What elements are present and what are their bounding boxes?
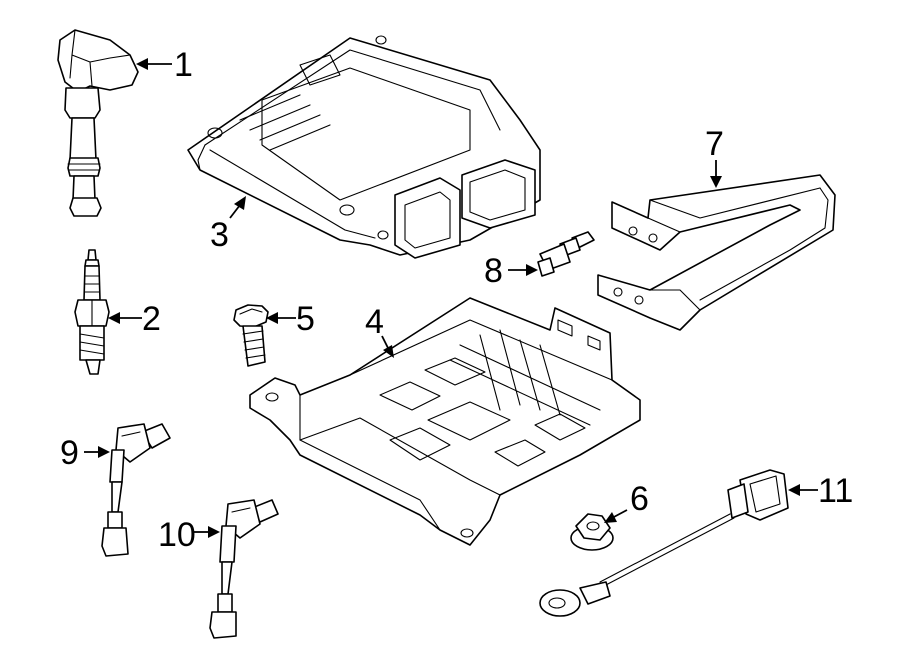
callout-label-8: 8 xyxy=(484,252,503,290)
sensor-stud[interactable] xyxy=(537,231,595,277)
callout-9: 9 xyxy=(60,434,110,472)
ignition-coil[interactable] xyxy=(57,29,139,217)
speed-sensor[interactable] xyxy=(101,423,171,557)
callout-label-1: 1 xyxy=(174,46,193,84)
callout-5: 5 xyxy=(266,300,315,338)
callout-label-9: 9 xyxy=(60,434,79,472)
callout-label-5: 5 xyxy=(296,300,315,338)
callout-label-11: 11 xyxy=(818,472,853,510)
callout-label-10: 10 xyxy=(158,516,196,554)
callout-1: 1 xyxy=(136,46,193,84)
callout-label-3: 3 xyxy=(210,216,229,254)
spark-plug[interactable] xyxy=(74,249,110,375)
callout-3: 3 xyxy=(210,196,246,254)
callout-7: 7 xyxy=(705,125,724,188)
flange-nut[interactable] xyxy=(570,513,614,551)
callout-11: 11 xyxy=(788,472,853,510)
engine-control-module[interactable] xyxy=(187,35,541,259)
mounting-bolt[interactable] xyxy=(233,304,269,367)
module-cover-bracket[interactable] xyxy=(597,174,836,331)
callout-label-4: 4 xyxy=(365,303,384,341)
callout-label-2: 2 xyxy=(142,300,161,338)
knock-sensor[interactable] xyxy=(539,469,789,617)
module-bracket[interactable] xyxy=(249,297,641,546)
callout-6: 6 xyxy=(604,480,649,523)
callout-label-7: 7 xyxy=(705,125,724,163)
callout-4: 4 xyxy=(365,303,394,358)
callout-label-6: 6 xyxy=(630,480,649,518)
callout-2: 2 xyxy=(108,300,161,338)
callout-10: 10 xyxy=(158,516,220,554)
position-sensor[interactable] xyxy=(209,499,279,639)
callout-8: 8 xyxy=(484,252,538,290)
